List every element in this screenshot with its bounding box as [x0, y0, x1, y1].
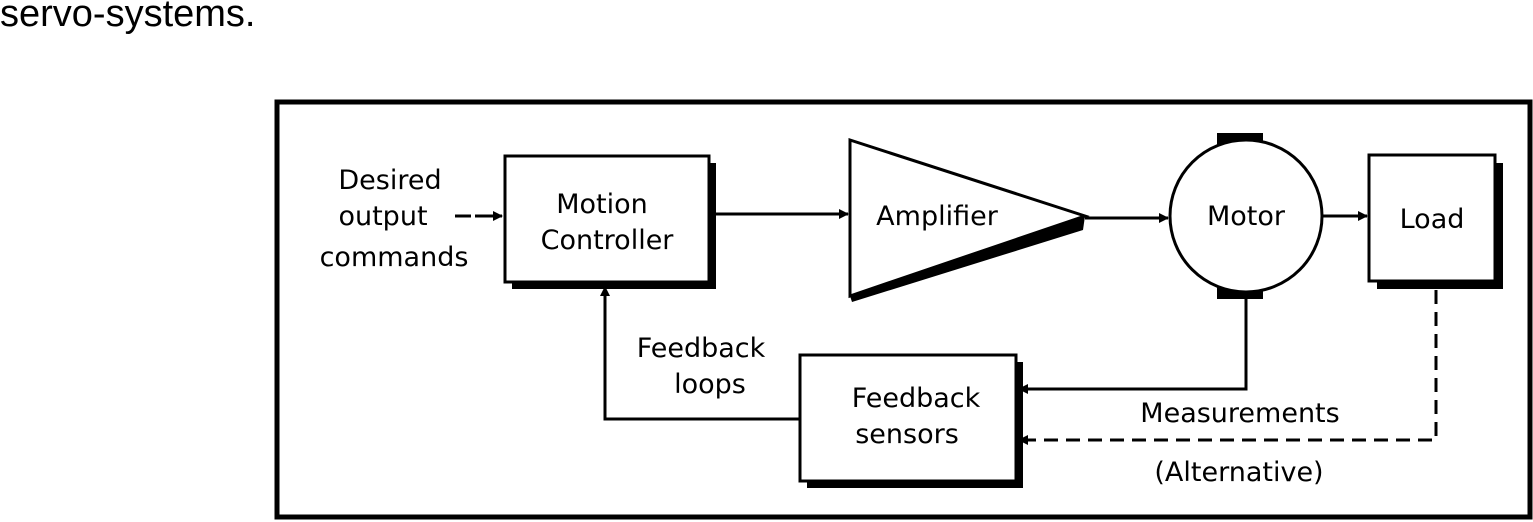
input-label-line1: Desired	[338, 165, 441, 196]
feedback-loops-label-line1: Feedback	[637, 333, 766, 364]
feedback-sensors-label-line1: Feedback	[852, 383, 981, 414]
motor-block: Motor	[1168, 133, 1324, 299]
input-label-line3: commands	[320, 242, 469, 273]
feedback-sensors-block: Feedback sensors	[798, 353, 1023, 488]
load-block: Load	[1367, 153, 1503, 289]
load-to-sensors-dashed-arrow	[1018, 290, 1438, 445]
page-heading: servo-systems.	[0, 0, 256, 35]
feedback-loop-arrow	[600, 286, 800, 421]
diagram-frame	[274, 99, 1533, 520]
feedback-sensors-label-line2: sensors	[855, 419, 959, 450]
motion-controller-label-line1: Motion	[556, 189, 648, 220]
amplifier-label: Amplifier	[876, 201, 999, 232]
amplifier-block: Amplifier	[848, 137, 1090, 302]
motion-controller-block: Motion Controller	[503, 154, 716, 289]
load-label: Load	[1400, 204, 1465, 235]
motor-to-sensors-arrow	[1018, 299, 1248, 394]
motor-label: Motor	[1207, 201, 1286, 232]
motion-controller-label-line2: Controller	[541, 225, 675, 256]
measurements-label: Measurements	[1140, 398, 1339, 429]
alternative-label: (Alternative)	[1154, 457, 1323, 488]
input-label-line2: output	[338, 201, 427, 232]
feedback-loops-label-line2: loops	[674, 369, 746, 400]
